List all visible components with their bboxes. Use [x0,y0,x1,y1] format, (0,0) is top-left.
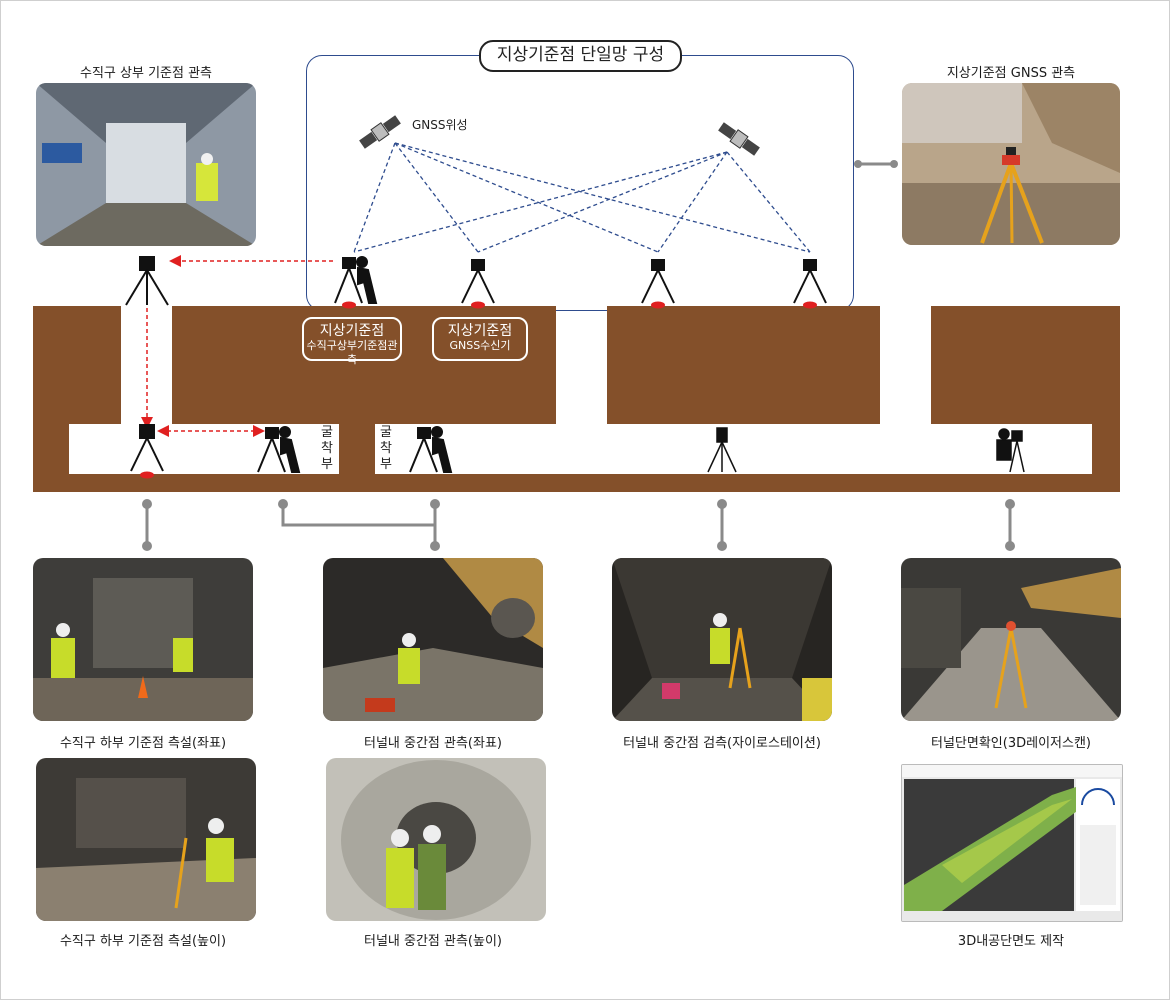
caption-tunnel-gyro: 터널내 중간점 검측(자이로스테이션) [623,736,821,751]
point-label-gnss-receiver: 지상기준점 GNSS수신기 [432,317,528,361]
gnss-receiver-icon [641,259,675,304]
shaft-label: 수직구 [563,362,599,377]
surveyor-icon [409,426,453,473]
ground-block-right [607,306,880,424]
surveyor-icon [334,256,378,304]
photo-shaft-upper [36,83,256,246]
caption-tunnel-mid-coord: 터널내 중간점 관측(좌표) [363,736,502,751]
caption-gnss-ground: 지상기준점 GNSS 관측 [946,66,1076,81]
gnss-receiver-icon [461,259,495,304]
point-label-title: 지상기준점 [319,323,385,339]
surveyor-icon [257,426,301,473]
caption-3d-section: 3D내공단면도 제작 [957,934,1065,949]
ground-control-marker [471,301,485,309]
gyro-station-icon [707,427,737,473]
gnss-network-title: 지상기준점 단일망 구성 [479,40,682,72]
caption-shaft-upper: 수직구 상부 기준점 관측 [80,66,212,81]
total-station-icon [130,424,164,472]
photo-tunnel-scan [901,558,1121,721]
point-label-title: 지상기준점 [447,323,513,339]
connectors-bottom [145,504,1012,546]
ground-block-center [172,306,556,424]
caption-shaft-lower-height: 수직구 하부 기준점 측설(높이) [59,934,227,949]
satellite-label: GNSS위성 [412,118,468,132]
ground-control-marker [651,301,665,309]
caption-tunnel-scan: 터널단면확인(3D레이저스캔) [931,736,1091,751]
photo-shaft-lower-coord [33,558,253,721]
gnss-receiver-icon [793,259,827,304]
photo-tunnel-gyro [612,558,832,721]
gnss-sight-lines [353,142,811,253]
laser-scanner-icon [996,428,1025,473]
ground-block-far-right [931,306,1120,424]
point-label-shaft-upper: 지상기준점 수직구상부기준점관측 [302,317,402,366]
photo-3d-section [901,764,1123,922]
total-station-icon [125,256,169,306]
point-label-sub: 수직구상부기준점관측 [306,339,398,366]
ground-control-marker [342,301,356,309]
caption-shaft-lower-coord: 수직구 하부 기준점 측설(좌표) [59,736,227,751]
caption-tunnel-mid-height: 터널내 중간점 관측(높이) [363,934,502,949]
excavation-face [339,424,375,474]
point-label-sub: GNSS수신기 [449,339,511,352]
satellite-icon [359,115,401,149]
photo-tunnel-mid-height [326,758,546,921]
ground-block-left [33,306,121,424]
satellite-icon [718,122,760,156]
photo-gnss-ground [902,83,1120,245]
connector-dots [142,499,1015,551]
photo-tunnel-mid-coord [323,558,543,721]
photo-shaft-lower-height [36,758,256,921]
shaft-bottom-marker [140,471,154,479]
ground-control-marker [803,301,817,309]
